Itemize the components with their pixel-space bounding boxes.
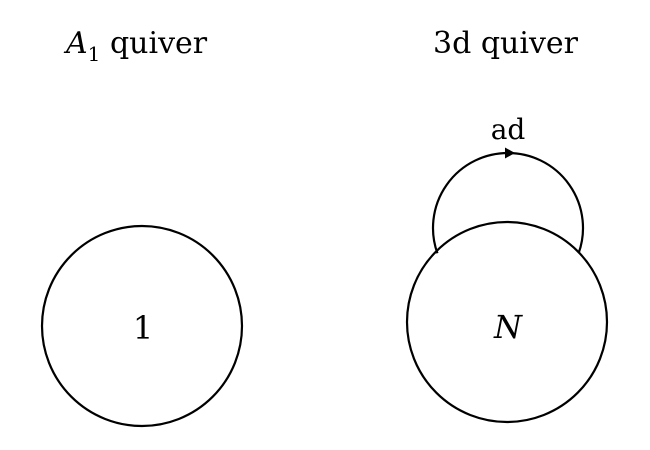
left-title-rest: quiver <box>100 26 207 61</box>
loop-label: ad <box>491 113 526 146</box>
left-node-label: 1 <box>133 309 153 347</box>
right-quiver-title: 3d quiver <box>433 26 579 61</box>
loop-arrowhead-icon <box>505 147 515 159</box>
left-title-subscript: 1 <box>88 42 101 66</box>
left-gauge-node <box>40 224 244 428</box>
left-quiver-title: A1 quiver <box>63 26 208 66</box>
right-gauge-node <box>405 220 609 424</box>
left-title-main: A <box>63 26 88 61</box>
right-node-label: N <box>493 308 523 346</box>
